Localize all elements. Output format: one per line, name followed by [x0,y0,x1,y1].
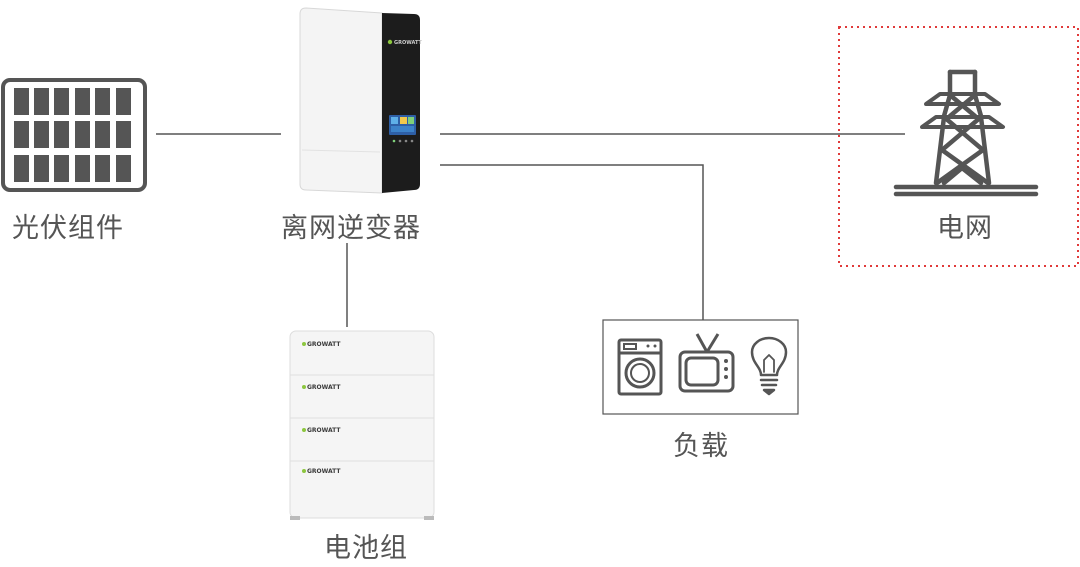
battery-brand-1: GROWATT [307,341,341,348]
inverter-icon: GROWATT [299,7,423,194]
battery-brand-3: GROWATT [307,427,341,434]
battery-brand-4: GROWATT [307,468,341,475]
solar-panel-label: 光伏组件 [12,213,124,244]
load-box [602,319,799,415]
battery-label: 电池组 [324,533,408,564]
solar-panel-icon [1,78,147,192]
washing-machine-icon [617,338,663,396]
battery-stack-icon: GROWATT GROWATT GROWATT GROWATT [289,330,435,520]
battery-brand-2: GROWATT [307,384,341,391]
tv-icon [678,333,735,393]
line-inverter-load [440,164,704,320]
load-label: 负载 [673,431,729,462]
inverter-label: 离网逆变器 [281,213,421,244]
inverter-brand: GROWATT [394,40,423,46]
grid-label: 电网 [937,213,993,244]
connection-lines [156,133,905,327]
light-bulb-icon [750,336,788,396]
power-tower-icon [893,69,1039,197]
